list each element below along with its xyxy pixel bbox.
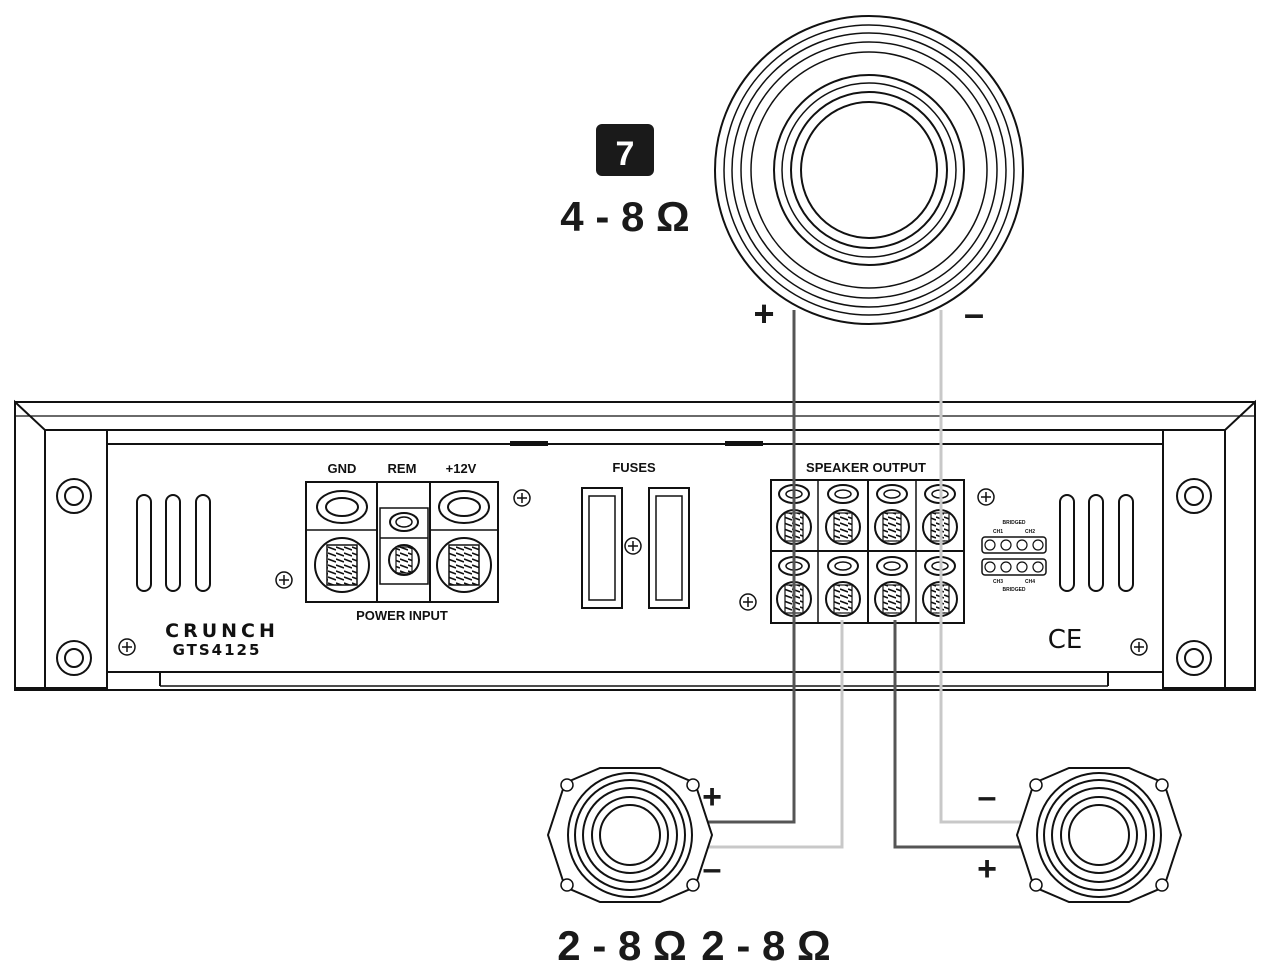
speaker-output-label: SPEAKER OUTPUT bbox=[806, 460, 926, 475]
plus12v-label: +12V bbox=[446, 461, 477, 476]
figure-number: 7 bbox=[616, 135, 635, 173]
right-minus-label: – bbox=[978, 778, 997, 816]
subwoofer-plus-label: + bbox=[753, 293, 774, 334]
rem-label: REM bbox=[388, 461, 417, 476]
left-speaker-impedance-label: 2 - 8 Ω bbox=[557, 922, 686, 969]
ce-mark: CE bbox=[1048, 625, 1083, 655]
ch2-label: CH2 bbox=[1025, 529, 1035, 535]
figure-number-badge: 7 bbox=[596, 124, 654, 176]
vent-slots bbox=[136, 494, 1134, 592]
gnd-label: GND bbox=[328, 461, 357, 476]
fuse-holders: FUSES bbox=[581, 460, 690, 609]
left-minus-label: – bbox=[703, 850, 722, 888]
wire-right-plus bbox=[893, 620, 1025, 849]
left-speaker bbox=[546, 767, 714, 903]
right-speaker bbox=[1015, 767, 1183, 903]
subwoofer-minus-label: – bbox=[964, 293, 984, 334]
speaker-wires bbox=[680, 310, 1025, 849]
wire-subwoofer-minus bbox=[939, 310, 1025, 824]
ch1-label: CH1 bbox=[993, 529, 1003, 535]
bridged-bottom-label: BRIDGED bbox=[1002, 587, 1025, 593]
speaker-output-terminal: SPEAKER OUTPUT bbox=[770, 460, 965, 624]
speaker-terminal-screws bbox=[776, 484, 958, 617]
ch4-label: CH4 bbox=[1025, 579, 1035, 585]
power-input-terminal: GND REM +12V POWER INPUT bbox=[305, 461, 499, 623]
bridged-top-label: BRIDGED bbox=[1002, 520, 1025, 526]
fuses-label: FUSES bbox=[612, 460, 656, 475]
wire-left-minus bbox=[680, 620, 844, 849]
mounting-holes bbox=[56, 478, 1212, 676]
subwoofer-speaker bbox=[714, 15, 1024, 325]
right-speaker-impedance-label: 2 - 8 Ω bbox=[701, 922, 830, 969]
brand-logo: CRUNCH bbox=[165, 620, 279, 642]
left-plus-label: + bbox=[702, 778, 722, 816]
wire-subwoofer-plus bbox=[680, 310, 796, 824]
ch3-label: CH3 bbox=[993, 579, 1003, 585]
right-plus-label: + bbox=[977, 850, 997, 888]
model-label: GTS4125 bbox=[173, 641, 262, 659]
bridged-legend: BRIDGED CH1 CH2 CH3 CH4 BRIDGED bbox=[981, 520, 1047, 593]
subwoofer-impedance-label: 4 - 8 Ω bbox=[560, 193, 689, 240]
power-input-label: POWER INPUT bbox=[356, 608, 448, 623]
